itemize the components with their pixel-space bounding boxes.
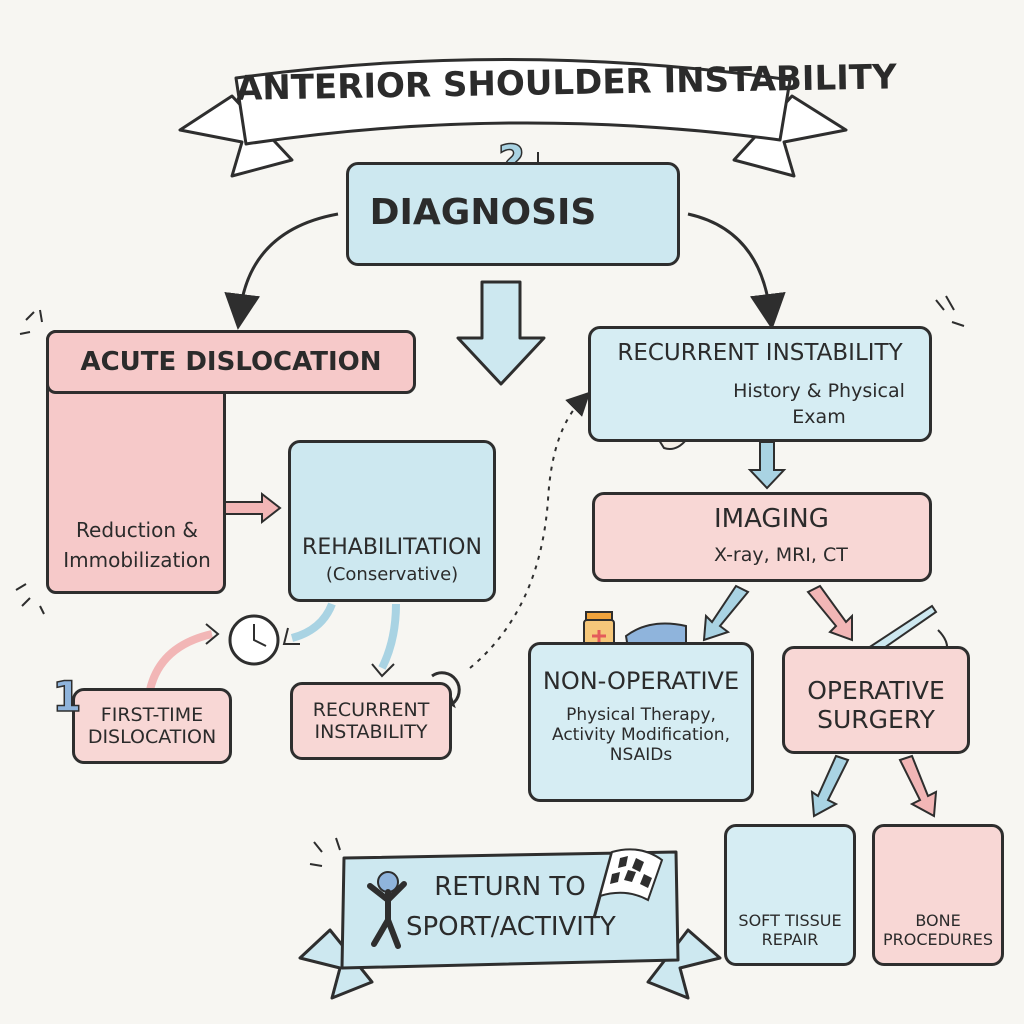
decorative-splash (15, 295, 965, 867)
arrow-imaging-to-nonop (702, 584, 750, 642)
center-down-arrow (456, 280, 546, 386)
dotted-arrow-to-recurrent (469, 391, 591, 669)
recurrent-instability-small-box: RECURRENT INSTABILITY (290, 682, 452, 760)
soft-tissue-repair-box: SOFT TISSUE REPAIR (724, 824, 856, 966)
arrow-rehab-to-first-time (290, 602, 336, 642)
recurrent-instability-box (588, 326, 932, 442)
return-line1: RETURN TO (434, 872, 586, 902)
operative-line2: SURGERY (817, 705, 935, 734)
nonop-line2: Activity Modification, (551, 725, 730, 745)
acute-line1: Reduction & (76, 518, 198, 542)
arrow-first-time-up (146, 630, 213, 692)
arrow-imaging-to-operative (806, 584, 853, 642)
checkered-flag-icon (592, 848, 664, 919)
first-time-dislocation-box: FIRST-TIME DISLOCATION (72, 688, 232, 764)
arrow-operative-to-soft-tissue (810, 754, 850, 818)
non-operative-box: NON-OPERATIVE Physical Therapy, Activity… (528, 642, 754, 802)
rehabilitation-box: REHABILITATION (Conservative) (288, 440, 496, 602)
bone-line1: BONE (915, 911, 961, 930)
rehab-sub: (Conservative) (325, 564, 459, 585)
imaging-title: IMAGING (714, 504, 829, 534)
recurrent-title: RECURRENT INSTABILITY (617, 340, 903, 366)
recurrent-small-line2: INSTABILITY (314, 721, 428, 743)
nonop-line3: NSAIDs (609, 745, 673, 765)
arrow-diagnosis-to-recurrent (687, 212, 786, 330)
first-time-line1: FIRST-TIME (100, 704, 204, 726)
loop-arrow-icon (431, 671, 461, 706)
acute-title: ACUTE DISLOCATION (80, 347, 382, 377)
title-ribbon (178, 58, 848, 178)
clock-icon (228, 614, 280, 666)
diagnosis-label: DIAGNOSIS (369, 192, 597, 233)
first-time-line2: DISLOCATION (87, 726, 217, 748)
operative-surgery-box: OPERATIVE SURGERY (782, 646, 970, 754)
imaging-box (592, 492, 932, 582)
nonop-line1: Physical Therapy, (566, 705, 716, 725)
return-ribbon (298, 850, 722, 1000)
first-time-number: 1 (52, 671, 83, 722)
arrow-operative-to-bone (898, 754, 938, 818)
arrow-rehab-to-recurrent (378, 603, 400, 670)
acute-dislocation-header: ACUTE DISLOCATION (46, 330, 416, 394)
operative-line1: OPERATIVE (807, 676, 945, 705)
runner-icon (367, 871, 407, 949)
bone-line2: PROCEDURES (882, 930, 994, 949)
bone-procedures-box: BONE PROCEDURES (872, 824, 1004, 966)
imaging-sub: X-ray, MRI, CT (714, 544, 848, 566)
soft-tissue-line1: SOFT TISSUE (738, 911, 842, 930)
acute-line2: Immobilization (63, 548, 211, 572)
return-line2: SPORT/ACTIVITY (406, 912, 616, 942)
rehab-title: REHABILITATION (302, 535, 482, 560)
nonop-title: NON-OPERATIVE (542, 667, 740, 695)
arrow-acute-to-rehab (223, 491, 282, 525)
recurrent-line1: History & Physical (733, 380, 905, 402)
recurrent-line2: Exam (792, 406, 846, 428)
arrow-diagnosis-to-acute (224, 212, 339, 330)
soft-tissue-line2: REPAIR (761, 930, 819, 949)
diagnosis-box (346, 162, 680, 266)
arrow-recurrent-to-imaging (747, 441, 787, 490)
recurrent-small-line1: RECURRENT (312, 699, 430, 721)
